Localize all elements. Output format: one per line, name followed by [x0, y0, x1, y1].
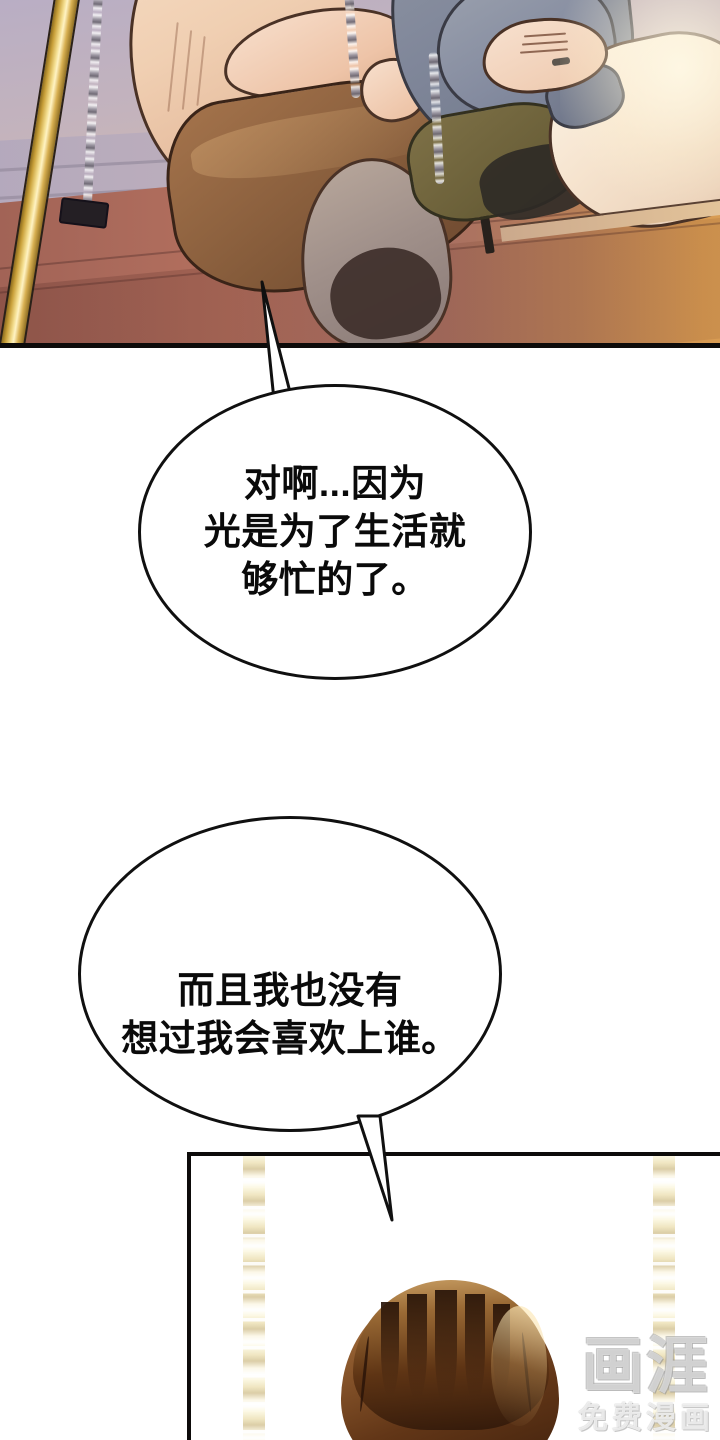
speech-bubble-1-text: 对啊...因为 光是为了生活就 够忙的了。 [203, 462, 467, 601]
swing-chain-icon [653, 1156, 675, 1440]
speech-bubble-1: 对啊...因为 光是为了生活就 够忙的了。 [138, 384, 532, 680]
panel-top [0, 0, 720, 348]
bubble-2-tail [356, 1114, 394, 1222]
hair-bang [435, 1290, 457, 1408]
hair-bang [407, 1294, 427, 1402]
character-head [341, 1280, 559, 1440]
speech-bubble-2: 而且我也没有 想过我会喜欢上谁。 [78, 816, 502, 1132]
hair-bang [465, 1294, 485, 1404]
speech-bubble-2-text: 而且我也没有 想过我会喜欢上谁。 [121, 969, 459, 1059]
panel-bottom [187, 1152, 720, 1440]
swing-chain-icon [243, 1156, 265, 1440]
hair-bang [381, 1302, 399, 1398]
hair-highlight [491, 1306, 547, 1426]
